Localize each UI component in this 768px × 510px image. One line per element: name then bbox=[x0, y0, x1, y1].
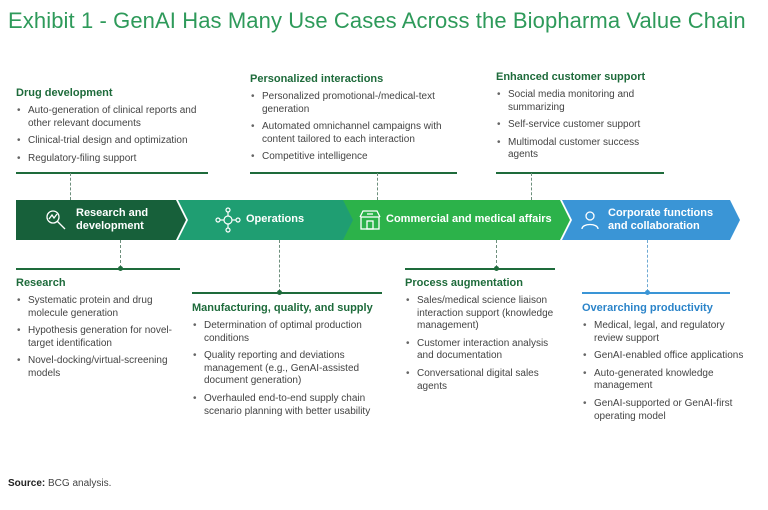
list-item: Auto-generation of clinical reports and … bbox=[16, 105, 216, 130]
connector-line bbox=[531, 173, 532, 200]
source-label: Source: bbox=[8, 478, 46, 489]
connector-line bbox=[70, 173, 71, 200]
storefront-icon bbox=[359, 210, 381, 230]
manufacturing-divider bbox=[192, 292, 382, 294]
process-heading: Process augmentation bbox=[405, 277, 523, 289]
overarching-divider bbox=[582, 292, 730, 294]
drug-development-divider bbox=[16, 172, 208, 174]
customer-support-block: Enhanced customer support Social media m… bbox=[496, 71, 666, 167]
list-item: Conversational digital sales agents bbox=[405, 368, 565, 393]
list-item: GenAI-supported or GenAI-first operating… bbox=[582, 398, 747, 423]
list-item: Novel-docking/virtual-screening models bbox=[16, 355, 181, 380]
overarching-block: Overarching productivity Medical, legal,… bbox=[582, 302, 747, 428]
manufacturing-heading: Manufacturing, quality, and supply bbox=[192, 302, 373, 314]
research-heading: Research bbox=[16, 277, 66, 289]
list-item: Systematic protein and drug molecule gen… bbox=[16, 295, 181, 320]
rnd-label-line1: Research and bbox=[76, 207, 149, 219]
research-block: Research Systematic protein and drug mol… bbox=[16, 277, 181, 386]
process-block: Process augmentation Sales/medical scien… bbox=[405, 277, 565, 398]
list-item: Social media monitoring and summarizing bbox=[496, 89, 666, 114]
list-item: Overhauled end-to-end supply chain scena… bbox=[192, 393, 377, 418]
list-item: Determination of optimal production cond… bbox=[192, 320, 377, 345]
connector-line bbox=[279, 240, 280, 292]
rnd-label-line2: development bbox=[76, 220, 144, 232]
people-icon bbox=[581, 211, 599, 230]
operations-label: Operations bbox=[246, 213, 305, 225]
overarching-heading: Overarching productivity bbox=[582, 302, 713, 314]
list-item: Personalized promotional-/medical-text g… bbox=[250, 91, 465, 116]
connector-line bbox=[647, 240, 648, 292]
drug-development-block: Drug development Auto-generation of clin… bbox=[16, 87, 216, 170]
list-item: Auto-generated knowledge management bbox=[582, 368, 747, 393]
list-item: Automated omnichannel campaigns with con… bbox=[250, 121, 465, 146]
list-item: Quality reporting and deviations managem… bbox=[192, 350, 377, 388]
customer-support-heading: Enhanced customer support bbox=[496, 71, 646, 83]
process-divider bbox=[405, 268, 555, 270]
drug-development-heading: Drug development bbox=[16, 87, 113, 99]
value-chain-step-rnd bbox=[16, 200, 186, 240]
list-item: Customer interaction analysis and docume… bbox=[405, 338, 565, 363]
value-chain-step-corporate bbox=[562, 200, 740, 240]
list-item: Multimodal customer success agents bbox=[496, 137, 666, 162]
corporate-label-line1: Corporate functions bbox=[608, 207, 714, 219]
personalized-interactions-heading: Personalized interactions bbox=[250, 73, 384, 85]
connector-line bbox=[496, 240, 497, 268]
list-item: Hypothesis generation for novel-target i… bbox=[16, 325, 181, 350]
list-item: Clinical-trial design and optimization bbox=[16, 135, 216, 148]
research-divider bbox=[16, 268, 180, 270]
list-item: GenAI-enabled office applications bbox=[582, 350, 747, 363]
manufacturing-block: Manufacturing, quality, and supply Deter… bbox=[192, 302, 377, 423]
commercial-label: Commercial and medical affairs bbox=[386, 213, 552, 225]
source-text: BCG analysis. bbox=[48, 478, 112, 489]
rnd-label: Research and development bbox=[76, 207, 148, 233]
personalized-interactions-block: Personalized interactions Personalized p… bbox=[250, 73, 465, 169]
corporate-label: Corporate functions and collaboration bbox=[608, 207, 713, 233]
network-gear-icon bbox=[215, 207, 241, 233]
list-item: Sales/medical science liaison interactio… bbox=[405, 295, 565, 333]
value-chain-step-operations bbox=[178, 200, 356, 240]
connector-line bbox=[120, 240, 121, 268]
source-note: Source: BCG analysis. bbox=[8, 478, 111, 489]
value-chain-step-commercial bbox=[343, 200, 570, 240]
list-item: Self-service customer support bbox=[496, 119, 666, 132]
list-item: Medical, legal, and regulatory review su… bbox=[582, 320, 747, 345]
list-item: Competitive intelligence bbox=[250, 151, 465, 164]
personalized-interactions-divider bbox=[250, 172, 457, 174]
corporate-label-line2: and collaboration bbox=[608, 220, 700, 232]
customer-support-divider bbox=[496, 172, 664, 174]
exhibit-title: Exhibit 1 - GenAI Has Many Use Cases Acr… bbox=[8, 8, 746, 33]
microscope-icon bbox=[46, 210, 66, 230]
connector-line bbox=[377, 173, 378, 200]
list-item: Regulatory-filing support bbox=[16, 153, 216, 166]
